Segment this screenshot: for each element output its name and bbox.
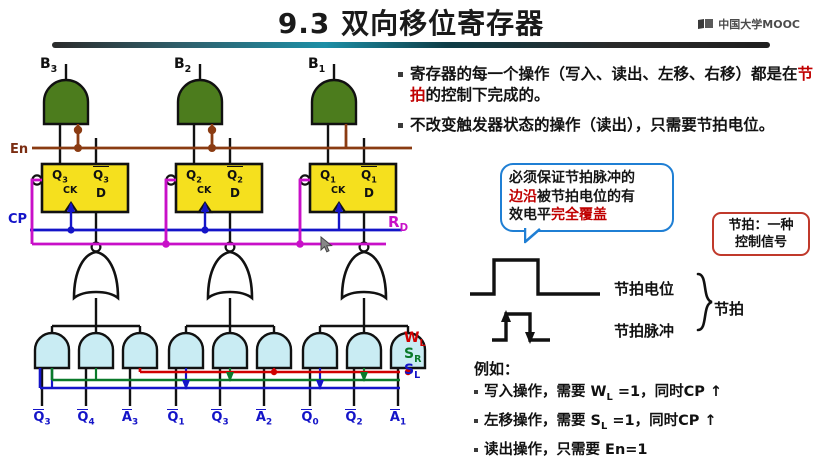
wl-label: WL <box>404 330 426 349</box>
bullet-marker-icon <box>398 123 403 128</box>
ff3-ck-label: CK <box>331 185 346 196</box>
bottom-input-label: A1 <box>389 409 407 428</box>
bottom-input-label: Q2 <box>345 409 363 428</box>
cp-label: CP <box>8 212 28 227</box>
bottom-input-label: A2 <box>255 409 273 428</box>
example-text: 写入操作，需要 WL =1，同时CP ↑ <box>484 384 723 403</box>
ff2-q-label: Q2 <box>186 168 202 185</box>
bullet-text: 不改变触发器状态的操作（读出），只需要节拍电位。 <box>410 116 775 134</box>
en-label: En <box>10 142 29 157</box>
ff3-q-label: Q1 <box>320 168 336 185</box>
waveform-level-label: 节拍电位 <box>614 280 675 298</box>
ff1-ck-label: CK <box>63 185 78 196</box>
mooc-logo: 中国大学MOOC <box>698 16 800 32</box>
ff3-qbar-label: Q1 <box>361 166 377 185</box>
sl-bus <box>38 368 400 390</box>
example-text: 左移操作，需要 SL =1，同时CP ↑ <box>484 412 717 432</box>
ff2-d-label: D <box>230 186 240 200</box>
mooc-logo-text: 中国大学MOOC <box>718 18 800 31</box>
example-heading: 例如： <box>474 360 520 378</box>
bottom-input-label: Q1 <box>167 409 185 428</box>
bullet-item: 寄存器的每一个操作（写入、读出、左移、右移）都是在节拍的控制下完成的。 <box>398 64 818 106</box>
stage-group <box>30 64 427 406</box>
input-label-b3: B3 <box>40 56 58 75</box>
example-text: 读出操作，只需要 En=1 <box>484 441 648 458</box>
red-note-line: 控制信号 <box>734 235 787 250</box>
input-label-b1: B1 <box>308 56 326 75</box>
waveform-brace-label: 节拍 <box>714 300 745 318</box>
circuit-diagram: En CP RD WL SR SL B3 B2 B1 Q3 Q3 CK D Q2… <box>0 56 460 428</box>
red-note-line: 节拍：一种 <box>728 218 794 233</box>
book-icon <box>698 18 714 30</box>
waveform-group: 节拍电位 节拍脉冲 节拍 <box>466 252 822 352</box>
sr-bus <box>50 368 400 382</box>
red-note-box: 节拍：一种 控制信号 <box>712 212 810 256</box>
waveform-svg <box>470 258 713 344</box>
bullet-text: 寄存器的每一个操作（写入、读出、左移、右移）都是在节拍的控制下完成的。 <box>410 65 814 104</box>
bullet-marker-icon <box>474 390 478 394</box>
bullet-item: 不改变触发器状态的操作（读出），只需要节拍电位。 <box>398 115 818 136</box>
bottom-input-label: Q3 <box>211 409 229 428</box>
callout-tail-icon <box>523 223 550 244</box>
ff2-qbar-label: Q2 <box>227 166 243 185</box>
example-list: 例如： 写入操作，需要 WL =1，同时CP ↑ 左移操作，需要 SL =1，同… <box>474 358 818 463</box>
mouse-cursor-icon <box>320 235 334 254</box>
en-bus <box>32 130 412 152</box>
callout-line: 必须保证节拍脉冲的 <box>509 170 635 186</box>
ff1-qbar-label: Q3 <box>93 166 109 185</box>
waveform-pulse-label: 节拍脉冲 <box>614 322 675 340</box>
callout-line: 边沿被节拍电位的有 <box>509 188 635 205</box>
example-item: 读出操作，只需要 En=1 <box>474 440 818 460</box>
bottom-input-label: Q0 <box>301 409 319 428</box>
circuit-svg <box>30 64 427 406</box>
wl-bus <box>138 368 412 376</box>
callout-box: 必须保证节拍脉冲的 边沿被节拍电位的有 效电平完全覆盖 <box>500 163 674 243</box>
rd-label: RD <box>388 213 409 234</box>
sr-label: SR <box>404 346 422 365</box>
ff1-d-label: D <box>96 186 106 200</box>
title-divider <box>52 42 770 48</box>
callout-line: 效电平完全覆盖 <box>509 207 607 223</box>
bottom-input-label: Q4 <box>77 409 95 428</box>
ff3-d-label: D <box>364 186 374 200</box>
bottom-input-label: A3 <box>121 409 139 428</box>
bullet-marker-icon <box>474 418 478 423</box>
bullet-marker-icon <box>474 447 478 452</box>
ff1-q-label: Q3 <box>52 168 68 185</box>
input-label-b2: B2 <box>174 56 192 75</box>
sl-label: SL <box>404 362 421 381</box>
bullet-marker-icon <box>398 72 403 77</box>
bottom-input-label: Q3 <box>33 409 51 428</box>
example-item: 写入操作，需要 WL =1，同时CP ↑ <box>474 382 818 408</box>
bullet-list: 寄存器的每一个操作（写入、读出、左移、右移）都是在节拍的控制下完成的。 不改变触… <box>398 64 818 145</box>
page-title: 9.3 双向移位寄存器 <box>277 7 545 40</box>
example-item: 左移操作，需要 SL =1，同时CP ↑ <box>474 411 818 437</box>
cp-bus <box>30 226 402 234</box>
ff2-ck-label: CK <box>197 185 212 196</box>
